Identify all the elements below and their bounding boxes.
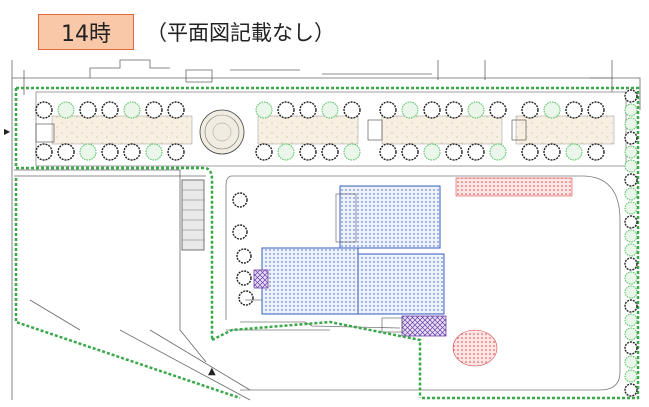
surrounding-streets (11, 59, 641, 400)
tree-symbol (624, 131, 638, 145)
direction-arrow-south: ▲ (208, 366, 216, 377)
hot-areas (452, 177, 573, 367)
tree-symbol (423, 101, 441, 119)
shrub-symbol (624, 355, 638, 369)
shrub-symbol (624, 327, 638, 341)
shrub-symbol (624, 103, 638, 117)
tree-symbol (232, 192, 248, 208)
tree-symbol (587, 101, 605, 119)
tree-symbol (299, 143, 317, 161)
tree-symbol (255, 143, 273, 161)
shrub-symbol (57, 101, 75, 119)
shrub-symbol (255, 101, 273, 119)
shrub-symbol (277, 143, 295, 161)
tree-symbol (236, 248, 252, 264)
shrub-symbol (624, 187, 638, 201)
tree-symbol (321, 143, 339, 161)
shrub-symbol (624, 313, 638, 327)
tree-symbol (236, 270, 252, 286)
shrub-symbol (624, 145, 638, 159)
tree-rows (35, 101, 605, 306)
tree-symbol (299, 101, 317, 119)
tree-symbol (624, 215, 638, 229)
shrub-symbol (624, 369, 638, 383)
tree-symbol (379, 143, 397, 161)
shrub-symbol (624, 271, 638, 285)
tree-symbol (624, 383, 638, 397)
site-boundary (14, 86, 640, 400)
shrub-symbol (624, 243, 638, 257)
shrub-symbol (624, 229, 638, 243)
shrub-symbol (624, 117, 638, 131)
shrub-symbol (123, 101, 141, 119)
tree-symbol (167, 143, 185, 161)
shrub-symbol (321, 101, 339, 119)
tree-symbol (624, 299, 638, 313)
tree-symbol (543, 143, 561, 161)
promenade (35, 91, 627, 167)
tree-symbol (35, 143, 53, 161)
tree-symbol (587, 143, 605, 161)
tree-symbol (343, 101, 361, 119)
tree-symbol (123, 143, 141, 161)
tree-symbol (101, 143, 119, 161)
tree-symbol (57, 143, 75, 161)
tree-symbol (624, 89, 638, 103)
tree-symbol (232, 224, 248, 240)
tree-symbol (79, 101, 97, 119)
shrub-symbol (565, 143, 583, 161)
tree-symbol (624, 257, 638, 271)
buildings (253, 185, 447, 337)
shrub-symbol (489, 143, 507, 161)
shrub-symbol (145, 143, 163, 161)
shrub-symbol (343, 143, 361, 161)
tree-symbol (401, 143, 419, 161)
tree-symbol (624, 173, 638, 187)
tree-symbol (101, 101, 119, 119)
shrub-symbol (543, 101, 561, 119)
time-label: 14時 (61, 22, 111, 47)
roundabout (199, 109, 245, 155)
tree-symbol (167, 101, 185, 119)
tree-symbol (379, 101, 397, 119)
tree-symbol (145, 101, 163, 119)
shrub-symbol (79, 143, 97, 161)
tree-symbol (445, 101, 463, 119)
tree-symbol (445, 143, 463, 161)
tree-symbol (489, 101, 507, 119)
west-street (14, 169, 251, 401)
time-badge: 14時 (38, 14, 134, 50)
shrub-symbol (467, 101, 485, 119)
tree-symbol (467, 143, 485, 161)
tree-symbol (624, 341, 638, 355)
east-tree-belt (624, 89, 638, 397)
direction-arrow-west: ▶ (4, 127, 11, 136)
shrub-symbol (624, 159, 638, 173)
tree-symbol (521, 101, 539, 119)
tree-symbol (565, 101, 583, 119)
shrub-symbol (624, 201, 638, 215)
shrub-symbol (423, 143, 441, 161)
shrub-symbol (624, 285, 638, 299)
tree-symbol (35, 101, 53, 119)
tree-symbol (277, 101, 295, 119)
plan-note: （平面図記載なし） (146, 21, 335, 45)
tree-symbol (238, 290, 254, 306)
shrub-symbol (401, 101, 419, 119)
tree-symbol (521, 143, 539, 161)
